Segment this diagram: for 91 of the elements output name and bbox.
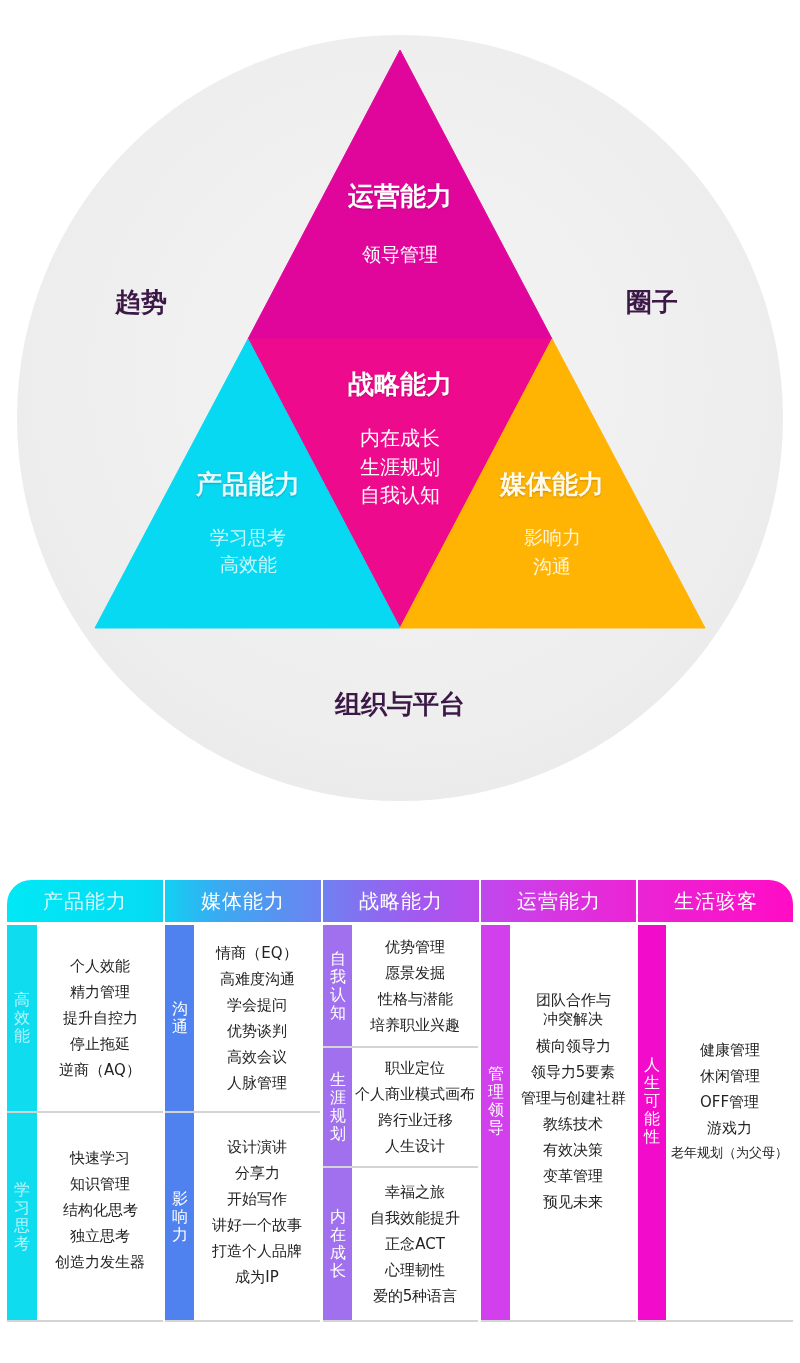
skill-item: 自我认知: [360, 483, 440, 507]
column-header: [481, 880, 636, 922]
capability-title: 媒体能力: [500, 469, 604, 501]
category-bar: [323, 1048, 352, 1168]
list-item: 个人效能: [70, 957, 130, 975]
list-item: 人脉管理: [227, 1074, 287, 1092]
skill-item: 内在成长: [360, 426, 440, 450]
list-item: 愿景发掘: [385, 963, 445, 982]
list-item: 打造个人品牌: [212, 1241, 302, 1260]
category-label: 沟通: [171, 1000, 188, 1036]
list-item: 情商（EQ）: [216, 944, 298, 962]
list-item: 预见未来: [543, 1192, 603, 1211]
list-item: 讲好一个故事: [212, 1215, 302, 1234]
category-bar: [638, 925, 666, 1322]
list-item: 幸福之旅: [385, 1183, 445, 1201]
list-item: 休闲管理: [699, 1066, 760, 1085]
skill-item: 沟通: [533, 554, 571, 578]
column-header: [323, 880, 479, 922]
list-item: 优势管理: [385, 937, 445, 956]
category-bar: [165, 1113, 194, 1322]
category-label: 学习思考: [14, 1180, 30, 1253]
list-item: 分享力: [234, 1163, 280, 1182]
list-item: 爱的5种语言: [372, 1287, 458, 1305]
capability-title: 产品能力: [196, 469, 300, 501]
category-bar: [481, 925, 510, 1322]
list-item: 创造力发生器: [55, 1252, 145, 1271]
category-label: 自我认知: [329, 949, 346, 1022]
list-item: 自我效能提升: [370, 1209, 460, 1227]
list-item: 性格与潜能: [377, 989, 453, 1008]
list-item: 老年规划（为父母）: [671, 1144, 788, 1161]
list-item: 优势谈判: [227, 1022, 287, 1040]
list-item: 有效决策: [543, 1140, 603, 1159]
list-item: 健康管理: [699, 1040, 760, 1059]
list-item: 学会提问: [227, 996, 287, 1014]
list-item: 知识管理: [70, 1174, 130, 1193]
list-item: 成为IP: [235, 1267, 279, 1286]
skill-item: 领导管理: [362, 242, 438, 266]
capability-title: 运营能力: [348, 181, 452, 213]
list-item: 停止拖延: [70, 1035, 130, 1053]
context-label: 组织与平台: [335, 689, 465, 721]
list-item: 结构化思考: [62, 1200, 138, 1219]
list-item: 人生设计: [385, 1137, 445, 1155]
skill-item: 生涯规划: [360, 455, 440, 479]
list-item: 正念ACT: [385, 1235, 445, 1253]
list-item: 培养职业兴趣: [370, 1015, 460, 1034]
list-item: 快速学习: [70, 1148, 130, 1167]
column-header: [638, 880, 793, 922]
skill-item: 学习思考: [210, 525, 286, 549]
list-item: 教练技术: [543, 1114, 603, 1133]
category-bar: [7, 925, 37, 1113]
category-bar: [323, 1168, 352, 1322]
list-item: 职业定位: [385, 1059, 445, 1077]
column-title: 媒体能力: [201, 889, 285, 913]
category-label: 内在成长: [329, 1208, 346, 1280]
category-label: 管理领导: [487, 1064, 504, 1137]
category-label: 影响力: [171, 1189, 188, 1244]
list-item: 开始写作: [227, 1189, 287, 1208]
list-item: 提升自控力: [62, 1009, 138, 1027]
column-header: [7, 880, 163, 922]
column-title: 战略能力: [359, 889, 443, 913]
list-item: 变革管理: [543, 1166, 603, 1185]
context-label: 趋势: [115, 287, 167, 319]
list-item: 个人商业模式画布: [355, 1085, 475, 1103]
list-item: 跨行业迁移: [377, 1111, 453, 1129]
list-item: 横向领导力: [535, 1036, 611, 1055]
list-item: 独立思考: [70, 1226, 130, 1245]
category-label: 生涯规划: [329, 1071, 346, 1143]
category-bar: [7, 1113, 37, 1322]
list-item: 游戏力: [707, 1118, 752, 1137]
list-item: 领导力5要素: [530, 1062, 616, 1081]
list-item: 高难度沟通: [219, 970, 295, 988]
column-title: 运营能力: [516, 889, 601, 913]
list-item: 心理韧性: [385, 1261, 445, 1279]
list-item: 设计演讲: [227, 1137, 287, 1156]
capability-title: 战略能力: [348, 369, 452, 401]
category-label: 高效能: [14, 991, 30, 1045]
list-item: 逆商（AQ）: [59, 1061, 141, 1079]
column-header: [165, 880, 321, 922]
column-title: 产品能力: [43, 889, 127, 913]
skill-item: 影响力: [523, 525, 581, 549]
category-bar: [323, 925, 352, 1048]
category-bar: [165, 925, 194, 1113]
skill-item: 高效能: [219, 552, 277, 576]
list-item: OFF管理: [699, 1092, 760, 1111]
column-title: 生活骇客: [673, 889, 758, 913]
list-item: 管理与创建社群: [520, 1088, 626, 1107]
category-label: 人生可能性: [644, 1055, 660, 1146]
list-item: 高效会议: [227, 1048, 287, 1066]
list-item: 团队合作与冲突解决: [534, 990, 612, 1029]
context-label: 圈子: [626, 287, 678, 319]
list-item: 精力管理: [70, 983, 130, 1001]
